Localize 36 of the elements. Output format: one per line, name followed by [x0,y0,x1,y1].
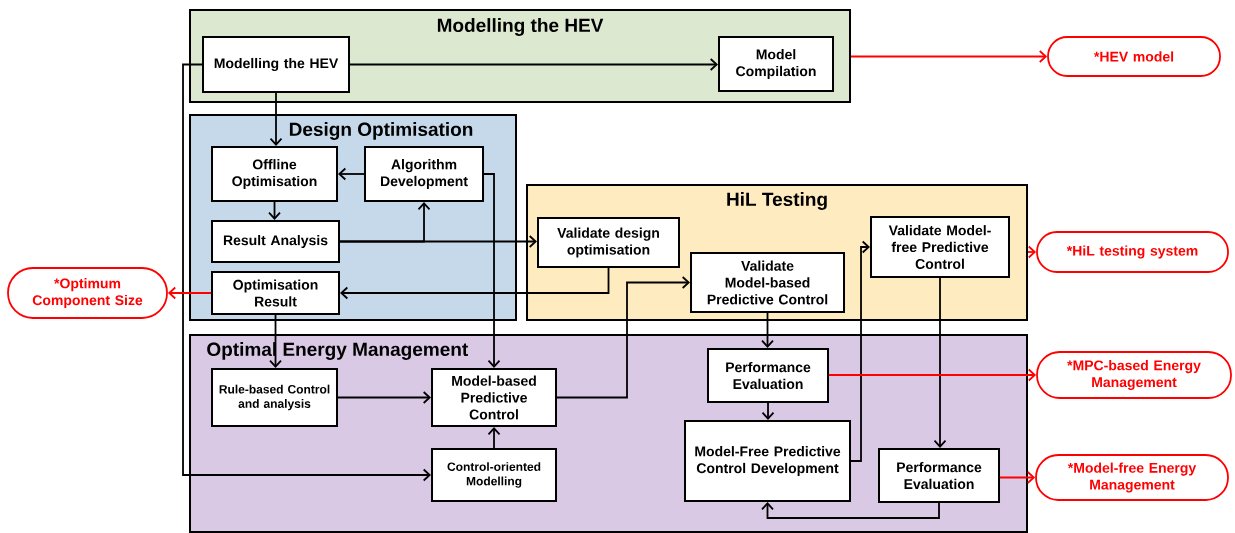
arrow [761,402,775,420]
process-box: Performance Evaluation [878,448,1000,503]
arrow [340,267,610,300]
arrow [337,391,431,404]
arrow [483,173,501,368]
process-box: Rule-based Control and analysis [211,368,338,427]
arrow [349,58,718,71]
arrow [269,92,283,146]
process-box: Result Analysis [211,220,340,263]
arrow [761,312,774,348]
arrow [933,277,947,448]
arrow [167,286,212,300]
arrow [761,502,940,519]
process-box: Model-Free Predictive Control Development [684,420,851,502]
arrow [556,276,690,399]
process-box: Offline Optimisation [211,146,338,202]
arrow [850,50,1048,63]
arrow [999,471,1036,484]
process-box: Validate design optimisation [537,217,680,268]
process-box: Control-oriented Modelling [431,448,557,502]
process-box: Performance Evaluation [707,348,829,403]
arrow [338,167,365,181]
process-box: Validate Model-free Predictive Control [870,216,1010,278]
process-box: Algorithm Development [364,146,484,202]
arrow [339,235,537,248]
arrow [182,63,431,482]
arrow [269,314,282,368]
process-box: Optimisation Result [211,271,340,315]
arrow [487,427,501,449]
arrow [828,368,1037,382]
process-box: Model-based Predictive Control [431,368,557,427]
process-box: Modelling the HEV [202,36,350,93]
arrow [268,201,281,220]
arrow [850,240,870,462]
process-box: Validate Model-based Predictive Control [690,252,845,313]
process-box: Model Compilation [718,36,834,92]
